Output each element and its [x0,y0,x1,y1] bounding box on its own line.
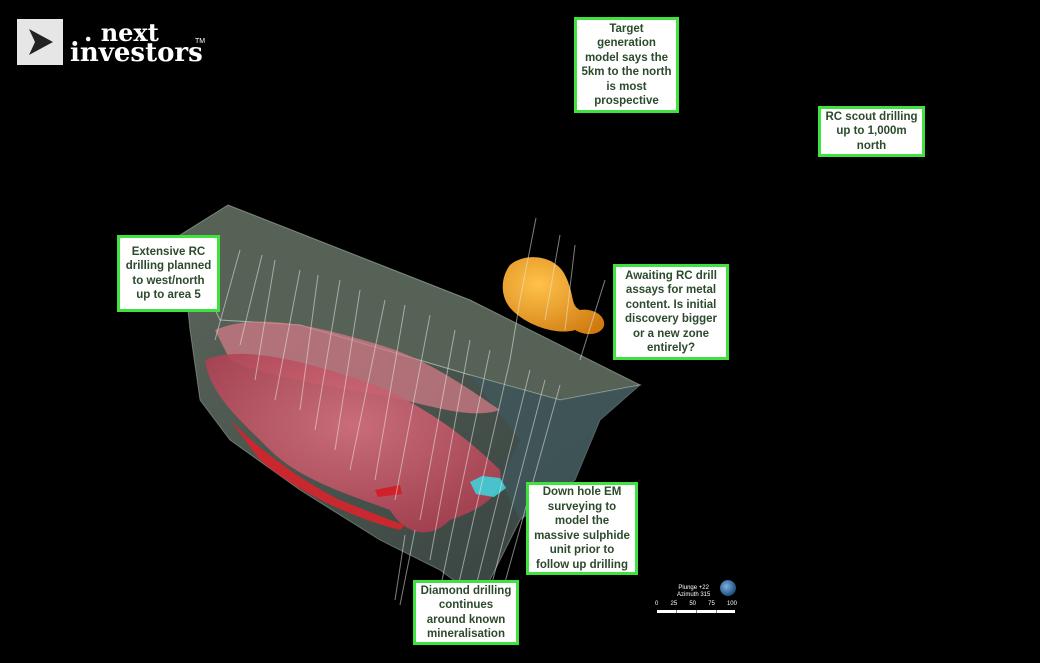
azimuth-label: Azimuth 315 [677,592,710,599]
trademark: TM [195,38,205,45]
callout-awaiting-assays: Awaiting RC drill assays for metal conte… [613,264,729,360]
logo-mark [17,19,63,65]
callout-downhole-em: Down hole EM surveying to model the mass… [526,482,638,575]
scale-tick: 50 [689,601,696,607]
scale-tick: 25 [670,601,677,607]
scale-tick: 100 [727,601,737,607]
scale-tick: 0 [655,601,658,607]
globe-orientation-icon [720,580,736,596]
scale-tick: 75 [708,601,715,607]
logo-line-2: investors [70,43,203,64]
callout-extensive-rc: Extensive RC drilling planned to west/no… [117,235,220,312]
logo-wordmark: . next investors [70,22,203,64]
scale-bar [657,610,735,613]
callout-rc-scout: RC scout drilling up to 1,000m north [818,106,925,157]
callout-diamond-drilling: Diamond drilling continues around known … [413,580,519,645]
callout-target-generation: Target generation model says the 5km to … [574,17,679,113]
play-arrow-icon [17,19,63,65]
orange-target-body [503,257,604,334]
plunge-label: Plunge +22 [677,585,710,592]
